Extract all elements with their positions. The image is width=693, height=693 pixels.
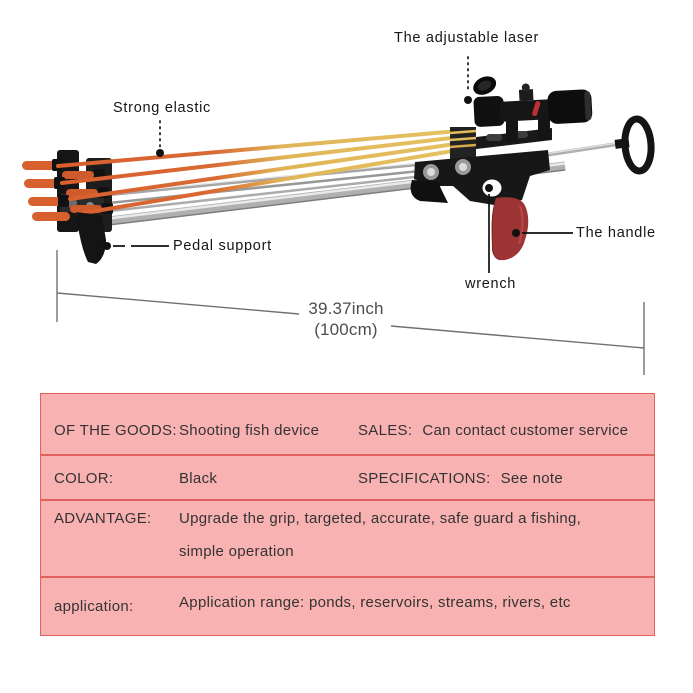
label-strong-elastic: Strong elastic [113,100,211,116]
dimension-cm: (100cm) [314,320,378,339]
receiver-assembly [410,127,552,206]
spec-value: Shooting fish device [179,421,320,439]
product-figure: The adjustable laser Strong elastic Peda… [22,30,656,375]
elastic-tips [22,159,113,221]
dimension-inches: 39.37inch [308,299,384,318]
laser-scope [473,76,593,142]
annotation-leaders [103,56,573,273]
spec-label: ADVANTAGE: [54,510,152,527]
spec-label: application: [54,598,134,615]
pedal-support-part [76,212,106,264]
spec-row-application: application: Application range: ponds, r… [41,576,654,635]
elastic-bands [56,129,466,216]
spec-label: OF THE GOODS: [54,421,177,439]
slingshot-head [22,150,113,232]
spec-label: COLOR: [54,470,114,487]
spec-value: Can contact customer service [422,421,629,439]
spec-label: SPECIFICATIONS: [358,470,491,487]
shoulder-stock [544,115,655,175]
spec-row-goods: OF THE GOODS: Shooting fish device SALES… [41,394,654,454]
spec-value: Application range: ponds, reservoirs, st… [179,594,571,611]
dimension-lines [56,250,645,375]
label-pedal-support: Pedal support [173,238,272,254]
spec-pair: SALES: Can contact customer service [358,422,654,439]
spec-row-advantage: ADVANTAGE: Upgrade the grip, targeted, a… [41,499,654,576]
spec-pair: SPECIFICATIONS: See note [358,470,654,487]
spec-row-color: COLOR: Black SPECIFICATIONS: See note [41,454,654,499]
spec-label: SALES: [358,421,413,439]
spec-value: Upgrade the grip, targeted, accurate, sa… [179,510,582,560]
spec-value: Black [179,470,218,487]
pistol-grip [491,197,529,261]
label-wrench: wrench [465,276,517,292]
spec-table: OF THE GOODS: Shooting fish device SALES… [40,393,655,636]
label-the-handle: The handle [576,225,656,241]
slingshot-photo [22,56,655,375]
spec-value: See note [500,470,564,487]
label-adjustable-laser: The adjustable laser [394,30,540,46]
